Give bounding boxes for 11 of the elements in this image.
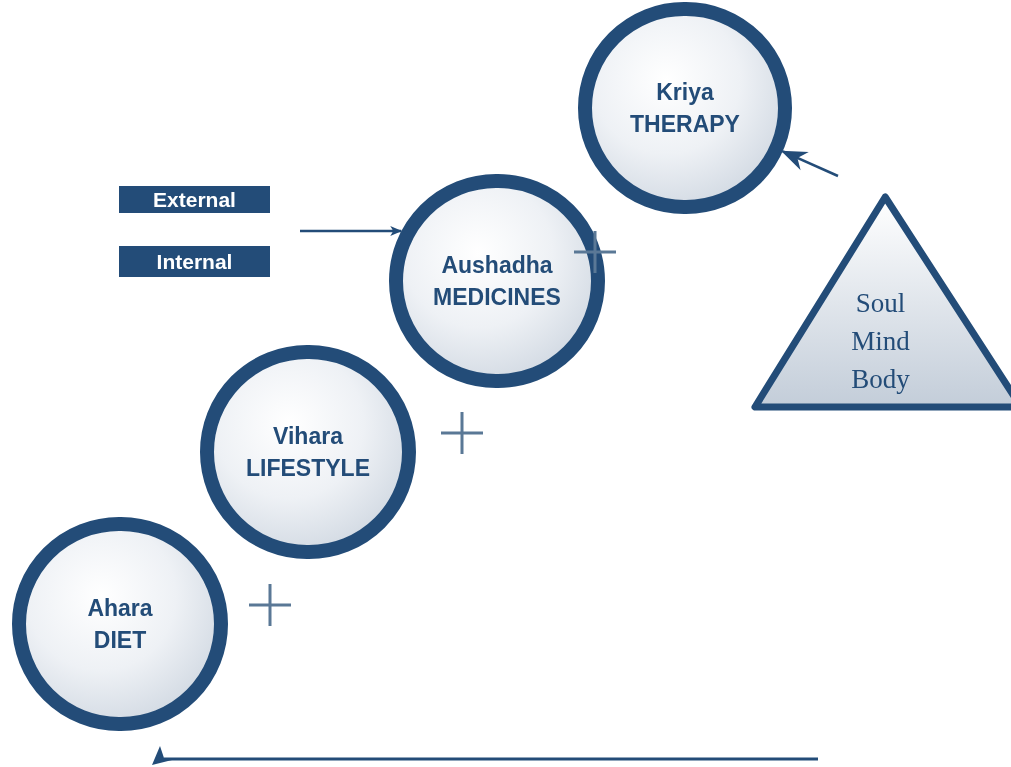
node-label: THERAPY xyxy=(630,110,740,139)
node-label: Ahara xyxy=(87,594,153,623)
label-tag: External xyxy=(119,186,270,213)
node-label: Aushadha xyxy=(441,251,553,280)
node-label: Vihara xyxy=(273,422,343,451)
node-label: MEDICINES xyxy=(433,283,561,312)
triangle-label: Soul Mind Body xyxy=(850,287,911,396)
node-label: DIET xyxy=(93,626,147,655)
node-label: Kriya xyxy=(656,78,714,107)
label-tag: Internal xyxy=(119,246,270,277)
node-label: LIFESTYLE xyxy=(246,454,370,483)
